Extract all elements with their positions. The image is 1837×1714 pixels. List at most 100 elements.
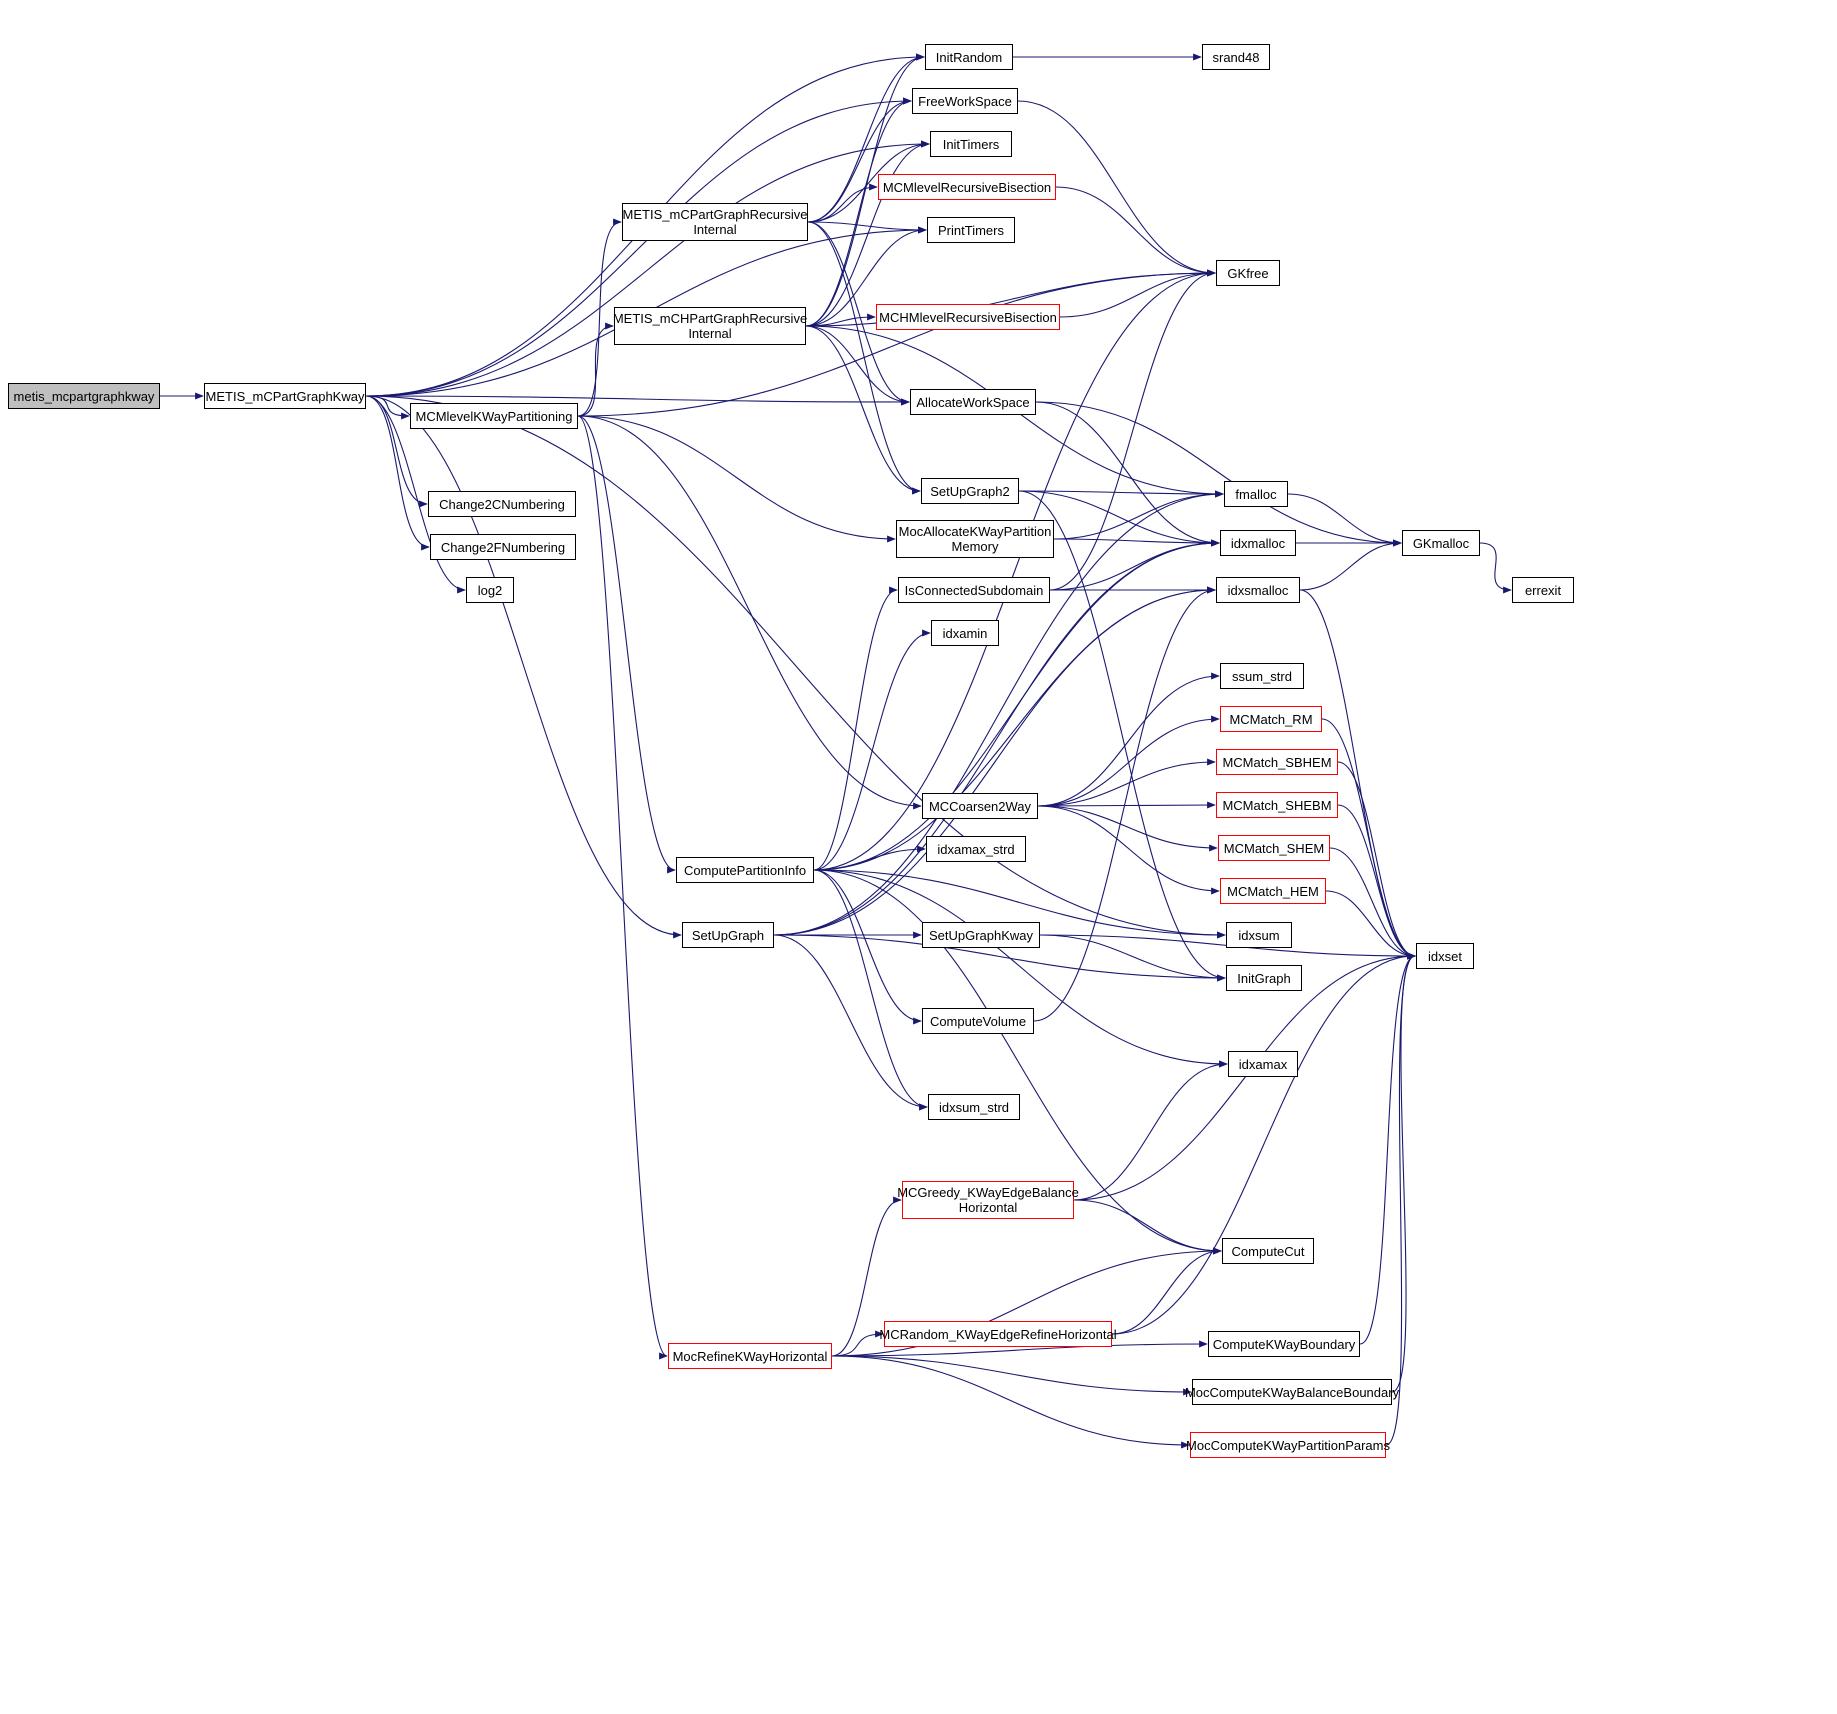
- graph-node-SetUpGraph2[interactable]: SetUpGraph2: [921, 478, 1019, 504]
- graph-node-MCMatch_SHEM[interactable]: MCMatch_SHEM: [1218, 835, 1330, 861]
- call-edge-AllocateWorkSpace-to-GKmalloc: [1035, 401, 1402, 547]
- graph-node-label: Internal: [693, 222, 737, 237]
- graph-node-MocComputeKWayBalanceBoundary[interactable]: MocComputeKWayBalanceBoundary: [1185, 1379, 1399, 1405]
- graph-node-InitRandom[interactable]: InitRandom: [925, 44, 1013, 70]
- call-edge-MocRefineKWayHorizontal-to-MocComputeKWayPartitionParams: [831, 1355, 1190, 1449]
- graph-node-GKmalloc[interactable]: GKmalloc: [1402, 530, 1480, 556]
- call-edge-MocAllocateKWayPartitionMemory-to-idxmalloc: [1053, 538, 1220, 547]
- graph-node-MocComputeKWayPartitionParams[interactable]: MocComputeKWayPartitionParams: [1186, 1432, 1390, 1458]
- call-edge-MocRefineKWayHorizontal-to-MCRandom_KWayEdgeRefineHorizontal: [831, 1330, 884, 1357]
- graph-node-label: Horizontal: [958, 1200, 1018, 1215]
- graph-node-errexit[interactable]: errexit: [1512, 577, 1574, 603]
- call-edge-MCGreedy_KWayEdgeBalanceHorizontal-to-idxset: [1073, 952, 1416, 1201]
- graph-node-label: ssum_strd: [1232, 668, 1292, 684]
- graph-node-idxamin[interactable]: idxamin: [931, 620, 999, 646]
- graph-node-GKfree[interactable]: GKfree: [1216, 260, 1280, 286]
- graph-node-idxsum_strd[interactable]: idxsum_strd: [928, 1094, 1020, 1120]
- graph-node-label: MCMatch_SBHEM: [1222, 754, 1332, 770]
- call-edge-ComputeVolume-to-idxsmalloc: [1033, 586, 1216, 1022]
- graph-node-label: FreeWorkSpace: [918, 93, 1012, 109]
- call-edge-METIS_mCHPartGraphRecursiveInternal-to-GKfree: [805, 269, 1216, 327]
- graph-node-InitGraph[interactable]: InitGraph: [1226, 965, 1302, 991]
- graph-node-label: MocComputeKWayBalanceBoundary: [1184, 1384, 1400, 1400]
- call-edge-MCMatch_HEM-to-idxset: [1325, 890, 1416, 960]
- call-edge-METIS_mCPartGraphKway-to-AllocateWorkSpace: [365, 395, 910, 406]
- graph-node-MCMatch_RM[interactable]: MCMatch_RM: [1220, 706, 1322, 732]
- graph-node-MCMlevelRecursiveBisection[interactable]: MCMlevelRecursiveBisection: [878, 174, 1056, 200]
- call-edge-MCCoarsen2Way-to-MCMatch_SHEBM: [1037, 801, 1216, 809]
- graph-node-label: MCMlevelRecursiveBisection: [882, 179, 1052, 195]
- graph-node-label: MCRandom_KWayEdgeRefineHorizontal: [879, 1326, 1117, 1342]
- graph-node-label: Change2FNumbering: [440, 539, 566, 555]
- graph-node-fmalloc[interactable]: fmalloc: [1224, 481, 1288, 507]
- graph-node-label: idxamax_strd: [937, 841, 1015, 857]
- call-edge-ComputePartitionInfo-to-IsConnectedSubdomain: [813, 586, 898, 871]
- graph-node-METIS_mCPartGraphKway[interactable]: METIS_mCPartGraphKway: [204, 383, 366, 409]
- graph-node-label: SetUpGraphKway: [928, 927, 1034, 943]
- graph-node-label: InitGraph: [1237, 970, 1291, 986]
- graph-node-PrintTimers[interactable]: PrintTimers: [927, 217, 1015, 243]
- graph-node-SetUpGraphKway[interactable]: SetUpGraphKway: [922, 922, 1040, 948]
- graph-node-idxsmalloc[interactable]: idxsmalloc: [1216, 577, 1300, 603]
- graph-node-srand48[interactable]: srand48: [1202, 44, 1270, 70]
- call-edge-MCMlevelKWayPartitioning-to-ComputePartitionInfo: [577, 415, 676, 874]
- call-edge-METIS_mCPartGraphKway-to-idxsum: [365, 395, 1226, 939]
- graph-node-idxsum[interactable]: idxsum: [1226, 922, 1292, 948]
- call-edge-METIS_mCHPartGraphRecursiveInternal-to-AllocateWorkSpace: [805, 325, 910, 406]
- graph-node-ComputeCut[interactable]: ComputeCut: [1222, 1238, 1314, 1264]
- graph-node-idxmalloc[interactable]: idxmalloc: [1220, 530, 1296, 556]
- graph-node-MCMatch_SBHEM[interactable]: MCMatch_SBHEM: [1216, 749, 1338, 775]
- graph-node-MCMatch_HEM[interactable]: MCMatch_HEM: [1220, 878, 1326, 904]
- graph-node-label: metis_mcpartgraphkway: [13, 388, 155, 404]
- graph-node-MCMlevelKWayPartitioning[interactable]: MCMlevelKWayPartitioning: [410, 403, 578, 429]
- graph-node-MCCoarsen2Way[interactable]: MCCoarsen2Way: [922, 793, 1038, 819]
- call-edge-MCMatch_SBHEM-to-idxset: [1337, 761, 1416, 960]
- graph-node-label: idxsum: [1238, 927, 1280, 943]
- graph-node-AllocateWorkSpace[interactable]: AllocateWorkSpace: [910, 389, 1036, 415]
- graph-node-MocRefineKWayHorizontal[interactable]: MocRefineKWayHorizontal: [668, 1343, 832, 1369]
- call-edge-MocRefineKWayHorizontal-to-MCGreedy_KWayEdgeBalanceHorizontal: [831, 1196, 902, 1357]
- graph-node-IsConnectedSubdomain[interactable]: IsConnectedSubdomain: [898, 577, 1050, 603]
- graph-node-label: idxsum_strd: [938, 1099, 1010, 1115]
- graph-node-MCRandom_KWayEdgeRefineHorizontal[interactable]: MCRandom_KWayEdgeRefineHorizontal: [879, 1321, 1117, 1347]
- graph-node-label: Change2CNumbering: [439, 496, 565, 512]
- graph-node-ComputeVolume[interactable]: ComputeVolume: [922, 1008, 1034, 1034]
- graph-node-FreeWorkSpace[interactable]: FreeWorkSpace: [912, 88, 1018, 114]
- call-edge-SetUpGraph-to-fmalloc: [773, 490, 1224, 936]
- graph-node-ComputeKWayBoundary[interactable]: ComputeKWayBoundary: [1208, 1331, 1360, 1357]
- call-edge-METIS_mCPartGraphKway-to-MCMlevelKWayPartitioning: [365, 395, 410, 420]
- call-edge-ComputePartitionInfo-to-ComputeCut: [813, 869, 1222, 1255]
- graph-node-label: log2: [477, 582, 503, 598]
- graph-node-label: METIS_mCHPartGraphRecursive: [612, 311, 808, 326]
- graph-node-Change2FNumbering[interactable]: Change2FNumbering: [430, 534, 576, 560]
- call-edge-MCMatch_RM-to-idxset: [1321, 718, 1416, 960]
- graph-node-idxset[interactable]: idxset: [1416, 943, 1474, 969]
- graph-node-idxamax[interactable]: idxamax: [1228, 1051, 1298, 1077]
- graph-node-SetUpGraph[interactable]: SetUpGraph: [682, 922, 774, 948]
- call-edge-ComputePartitionInfo-to-idxamax: [813, 869, 1228, 1068]
- graph-node-idxamax_strd[interactable]: idxamax_strd: [926, 836, 1026, 862]
- graph-node-label: MCMatch_SHEBM: [1222, 797, 1332, 813]
- graph-node-label: idxmalloc: [1230, 535, 1286, 551]
- call-edge-METIS_mCPartGraphKway-to-SetUpGraph: [365, 395, 682, 939]
- call-edge-IsConnectedSubdomain-to-idxmalloc: [1049, 539, 1220, 591]
- graph-node-metis_mcpartgraphkway[interactable]: metis_mcpartgraphkway: [8, 383, 160, 409]
- graph-node-label: Internal: [688, 326, 732, 341]
- graph-node-label: ComputeCut: [1231, 1243, 1305, 1259]
- graph-node-MCHMlevelRecursiveBisection[interactable]: MCHMlevelRecursiveBisection: [876, 304, 1060, 330]
- graph-node-InitTimers[interactable]: InitTimers: [930, 131, 1012, 157]
- graph-node-log2[interactable]: log2: [466, 577, 514, 603]
- graph-node-Change2CNumbering[interactable]: Change2CNumbering: [428, 491, 576, 517]
- call-edge-MCCoarsen2Way-to-MCMatch_RM: [1037, 715, 1220, 807]
- graph-node-ssum_strd[interactable]: ssum_strd: [1220, 663, 1304, 689]
- graph-node-ComputePartitionInfo[interactable]: ComputePartitionInfo: [676, 857, 814, 883]
- call-edge-SetUpGraphKway-to-InitGraph: [1039, 934, 1226, 982]
- call-edge-MCRandom_KWayEdgeRefineHorizontal-to-idxset: [1111, 952, 1416, 1335]
- call-edge-MCMlevelKWayPartitioning-to-MCCoarsen2Way: [577, 415, 922, 810]
- graph-node-MCMatch_SHEBM[interactable]: MCMatch_SHEBM: [1216, 792, 1338, 818]
- call-edge-MCCoarsen2Way-to-MCMatch_SHEM: [1037, 805, 1218, 852]
